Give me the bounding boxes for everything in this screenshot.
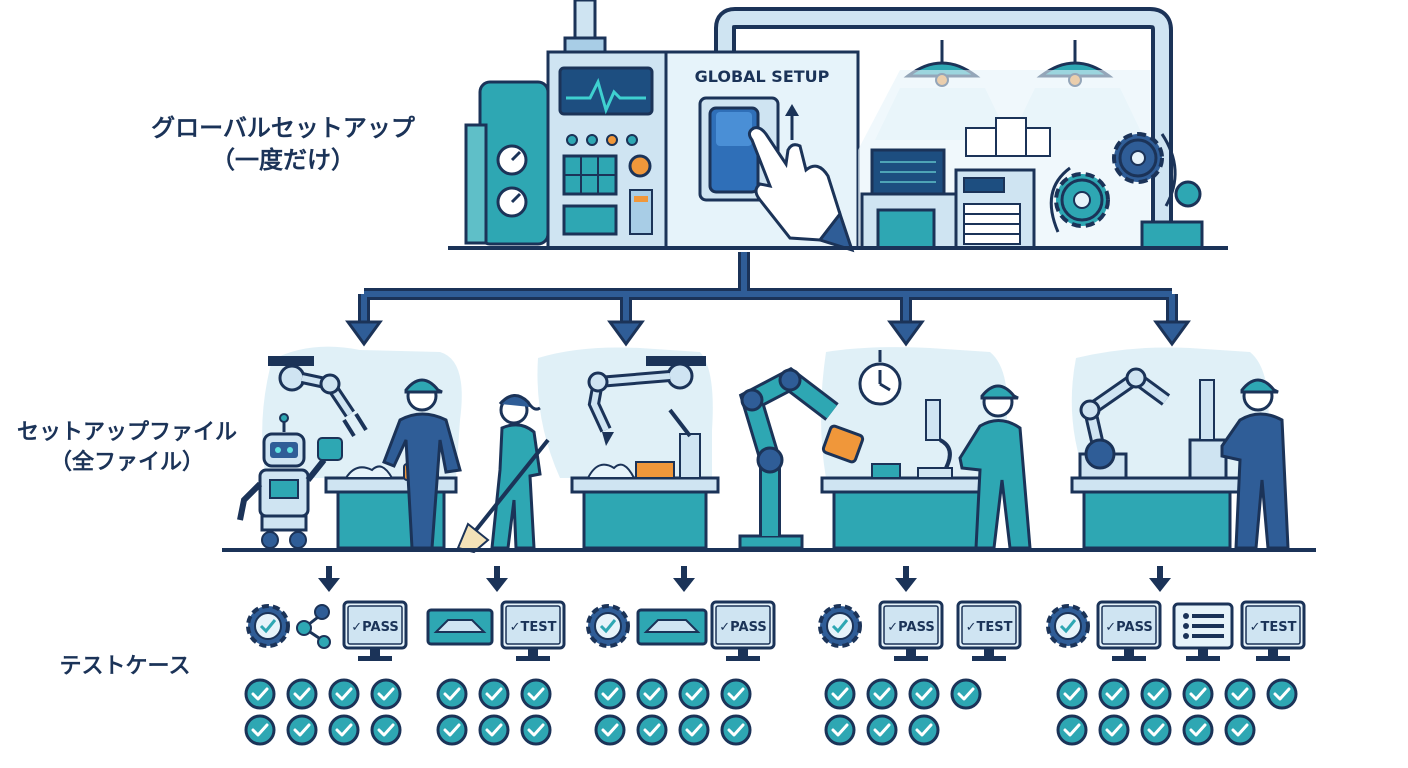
check-circle-icon xyxy=(866,714,898,746)
monitor-icon: ✓PASS xyxy=(878,600,944,661)
check-circle-icon xyxy=(594,714,626,746)
check-circle-icon xyxy=(636,678,668,710)
microscope-icon xyxy=(917,399,953,479)
gear-check-icon xyxy=(246,604,290,648)
check-circle-icon xyxy=(1224,714,1256,746)
gear-check-icon xyxy=(1046,604,1090,648)
test-case-caption: テストケース xyxy=(30,652,220,682)
monitor-icon: ✓PASS xyxy=(1096,600,1162,661)
arrow-down-icon xyxy=(1153,320,1191,347)
check-circle-icon xyxy=(520,678,552,710)
test-case-icons xyxy=(246,602,1234,661)
check-circle-icon xyxy=(370,678,402,710)
check-circle-icon xyxy=(244,678,276,710)
check-circle-icon xyxy=(1266,678,1298,710)
check-circle-icon xyxy=(286,678,318,710)
tray-icon xyxy=(426,608,494,646)
check-circle-icon xyxy=(824,678,856,710)
monitor-status-text: ✓PASS xyxy=(719,620,766,635)
check-circle-icon xyxy=(370,714,402,746)
check-circle-icon xyxy=(1140,678,1172,710)
check-circle-icon xyxy=(1140,714,1172,746)
arrow-down-icon xyxy=(607,320,645,347)
arrow-down-icon xyxy=(895,566,917,592)
check-circle-icon xyxy=(520,714,552,746)
check-circle-icon xyxy=(1182,678,1214,710)
check-circle-icon xyxy=(678,678,710,710)
monitor-icon: ✓PASS xyxy=(710,600,776,661)
monitor-status-text: ✓TEST xyxy=(510,620,557,635)
monitor-status-text: ✓PASS xyxy=(887,620,934,635)
monitor-icon: ✓PASS xyxy=(342,600,408,661)
check-circle-icon xyxy=(1056,714,1088,746)
setup-file-caption: セットアップファイル （全ファイル） xyxy=(4,418,250,477)
check-circle-icon xyxy=(328,678,360,710)
monitor-icon: ✓TEST xyxy=(956,600,1022,661)
global-setup-title: グローバルセットアップ xyxy=(151,114,415,142)
pointer-hand-icon xyxy=(747,126,842,242)
check-circle-icon xyxy=(1056,678,1088,710)
test-case-title: テストケース xyxy=(59,654,191,679)
arrow-down-icon xyxy=(318,566,340,592)
gear-check-icon xyxy=(818,604,862,648)
global-setup-subtitle: （一度だけ） xyxy=(211,146,355,175)
check-circle-icon xyxy=(908,678,940,710)
test-checks xyxy=(244,678,1298,746)
monitor-icon: ✓TEST xyxy=(1240,600,1306,661)
check-circle-icon xyxy=(636,714,668,746)
robot-icon xyxy=(237,413,343,549)
flow-icon xyxy=(296,604,331,649)
check-circle-icon xyxy=(678,714,710,746)
monitor-status-text: ✓PASS xyxy=(1105,620,1152,635)
distribution-arrows xyxy=(358,252,1178,322)
check-circle-icon xyxy=(436,678,468,710)
check-circle-icon xyxy=(328,714,360,746)
tray-icon xyxy=(636,608,708,646)
check-circle-icon xyxy=(720,678,752,710)
global-setup-label: GLOBAL SETUP xyxy=(695,67,830,86)
monitor-status-text: ✓TEST xyxy=(966,620,1013,635)
arrow-down-icon xyxy=(887,320,925,347)
sweeping-worker-icon xyxy=(456,394,550,554)
check-circle-icon xyxy=(594,678,626,710)
gear-icon xyxy=(1054,172,1110,228)
robot-arm-icon xyxy=(738,366,865,550)
check-circle-icon xyxy=(1182,714,1214,746)
check-circle-icon xyxy=(478,678,510,710)
arrow-down-icon xyxy=(673,566,695,592)
worker-icon xyxy=(382,378,462,550)
check-circle-icon xyxy=(436,714,468,746)
check-circle-icon xyxy=(478,714,510,746)
gear-icon xyxy=(1112,132,1164,184)
worker-icon xyxy=(958,384,1032,550)
global-setup-caption: グローバルセットアップ （一度だけ） xyxy=(108,112,458,177)
arrow-down-icon xyxy=(1149,566,1171,592)
setup-file-subtitle: （全ファイル） xyxy=(49,449,204,475)
monitor-icon: ✓TEST xyxy=(500,600,566,661)
monitor-status-text: ✓PASS xyxy=(351,620,398,635)
check-circle-icon xyxy=(244,714,276,746)
check-circle-icon xyxy=(1098,714,1130,746)
check-circle-icon xyxy=(720,714,752,746)
check-circle-icon xyxy=(286,714,318,746)
worker-icon xyxy=(1220,378,1290,550)
check-circle-icon xyxy=(866,678,898,710)
list-monitor-icon xyxy=(1172,602,1234,661)
check-circle-icon xyxy=(824,714,856,746)
clock-icon xyxy=(858,350,902,406)
arrow-down-icon xyxy=(345,320,383,347)
test-monitors: ✓PASS ✓TEST ✓PASS ✓PASS ✓TEST ✓PASS ✓TEST xyxy=(342,600,1306,661)
check-circle-icon xyxy=(908,714,940,746)
check-circle-icon xyxy=(950,678,982,710)
gear-check-icon xyxy=(586,604,630,648)
arrow-down-icon xyxy=(486,566,508,592)
monitor-status-text: ✓TEST xyxy=(1250,620,1297,635)
setup-file-title: セットアップファイル xyxy=(16,420,237,445)
global-setup-machine: GLOBAL SETUP xyxy=(448,0,1228,253)
stations xyxy=(222,346,1316,554)
check-circle-icon xyxy=(1224,678,1256,710)
check-circle-icon xyxy=(1098,678,1130,710)
